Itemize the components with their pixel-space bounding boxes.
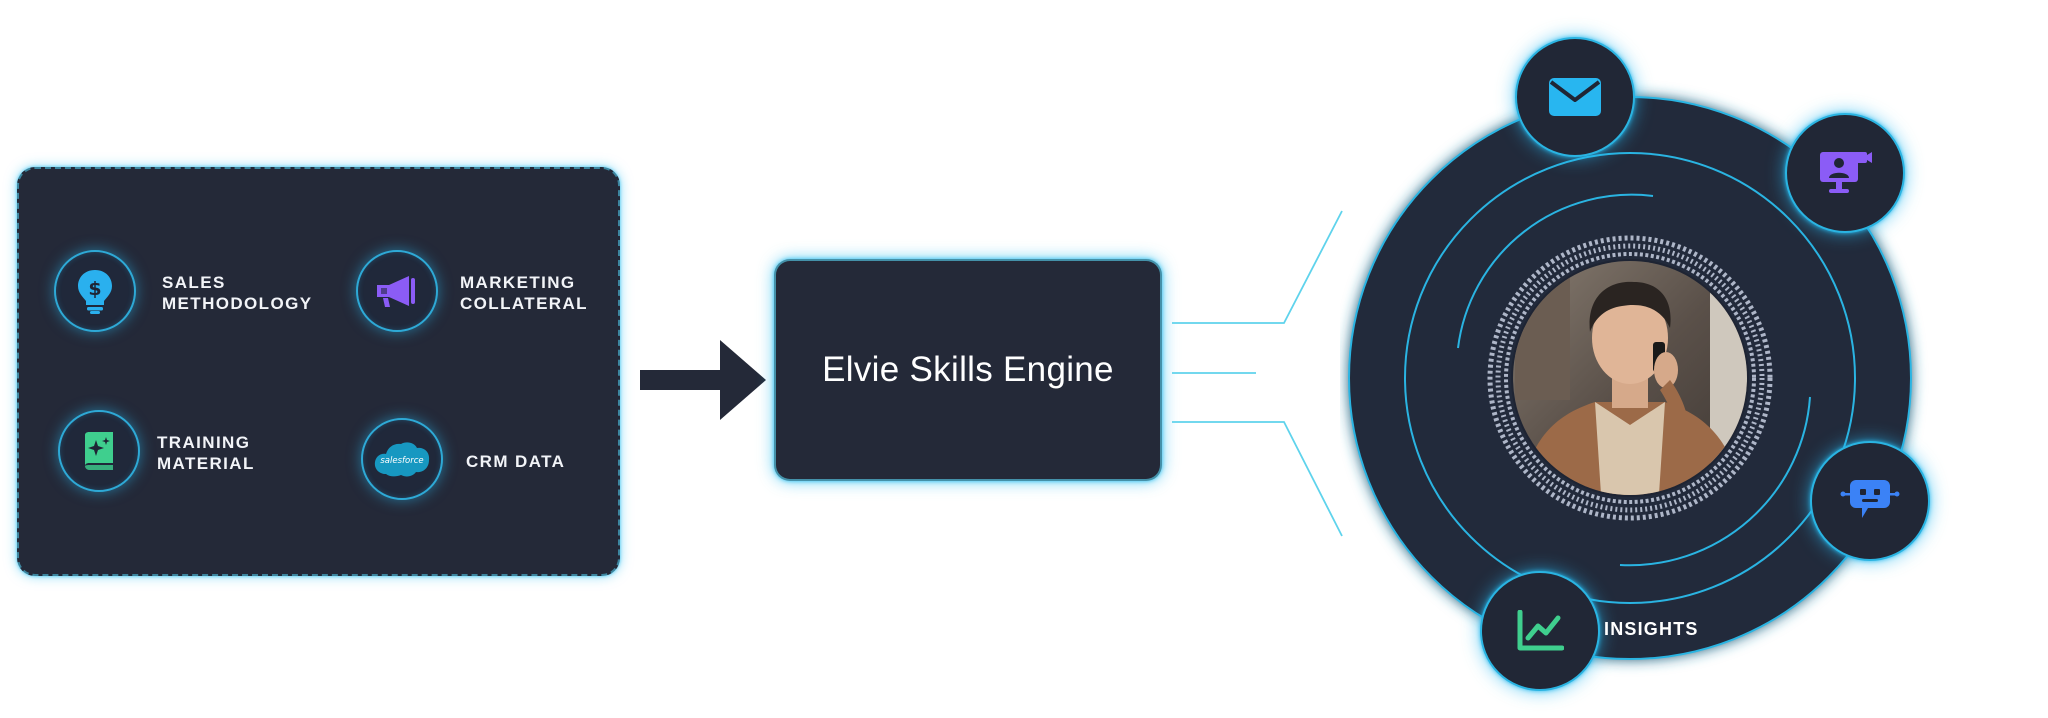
data-sources-panel xyxy=(17,167,620,576)
insights-channel-badge xyxy=(1480,571,1600,691)
flow-arrow-icon xyxy=(640,340,766,420)
email-channel-badge xyxy=(1515,37,1635,157)
sales-methodology-badge: $ xyxy=(54,250,136,332)
video-call-channel-badge xyxy=(1785,113,1905,233)
salesforce-logo-text: salesforce xyxy=(380,456,423,466)
source-label-training-material: TRAINING MATERIAL xyxy=(157,433,255,473)
engine-title: Elvie Skills Engine xyxy=(822,350,1114,389)
connector-upper xyxy=(1172,210,1343,324)
orbit-arc-lower xyxy=(1619,396,1811,567)
envelope-icon xyxy=(1549,78,1601,116)
skills-engine-box: Elvie Skills Engine xyxy=(774,259,1162,481)
chatbot-channel-badge xyxy=(1810,441,1930,561)
marketing-collateral-badge xyxy=(356,250,438,332)
binary-band-inner xyxy=(1504,252,1756,504)
crm-data-badge: salesforce xyxy=(361,418,443,500)
line-chart-icon xyxy=(1517,610,1564,651)
insights-label: INSIGHTS xyxy=(1604,619,1699,639)
svg-text:$: $ xyxy=(88,278,101,300)
source-label-marketing-collateral: MARKETING COLLATERAL xyxy=(460,273,588,313)
salesforce-cloud-icon: salesforce xyxy=(374,442,430,477)
source-label-sales-methodology: SALES METHODOLOGY xyxy=(162,273,313,313)
orbit-arc-upper xyxy=(1457,193,1654,349)
engine-connectors xyxy=(1172,210,1343,537)
source-label-crm-data: CRM DATA xyxy=(466,452,566,471)
video-call-icon xyxy=(1820,152,1872,193)
connector-lower xyxy=(1172,421,1343,537)
inner-orbit-ring xyxy=(1404,152,1856,604)
binary-band-outer xyxy=(1487,235,1773,521)
megaphone-icon xyxy=(377,276,415,307)
lightbulb-dollar-icon: $ xyxy=(78,270,112,314)
binary-band-middle xyxy=(1495,243,1765,513)
engagement-ring xyxy=(1348,96,1912,660)
bot-chat-icon xyxy=(1840,480,1900,518)
sparkle-book-icon xyxy=(85,432,113,470)
training-material-badge xyxy=(58,410,140,492)
